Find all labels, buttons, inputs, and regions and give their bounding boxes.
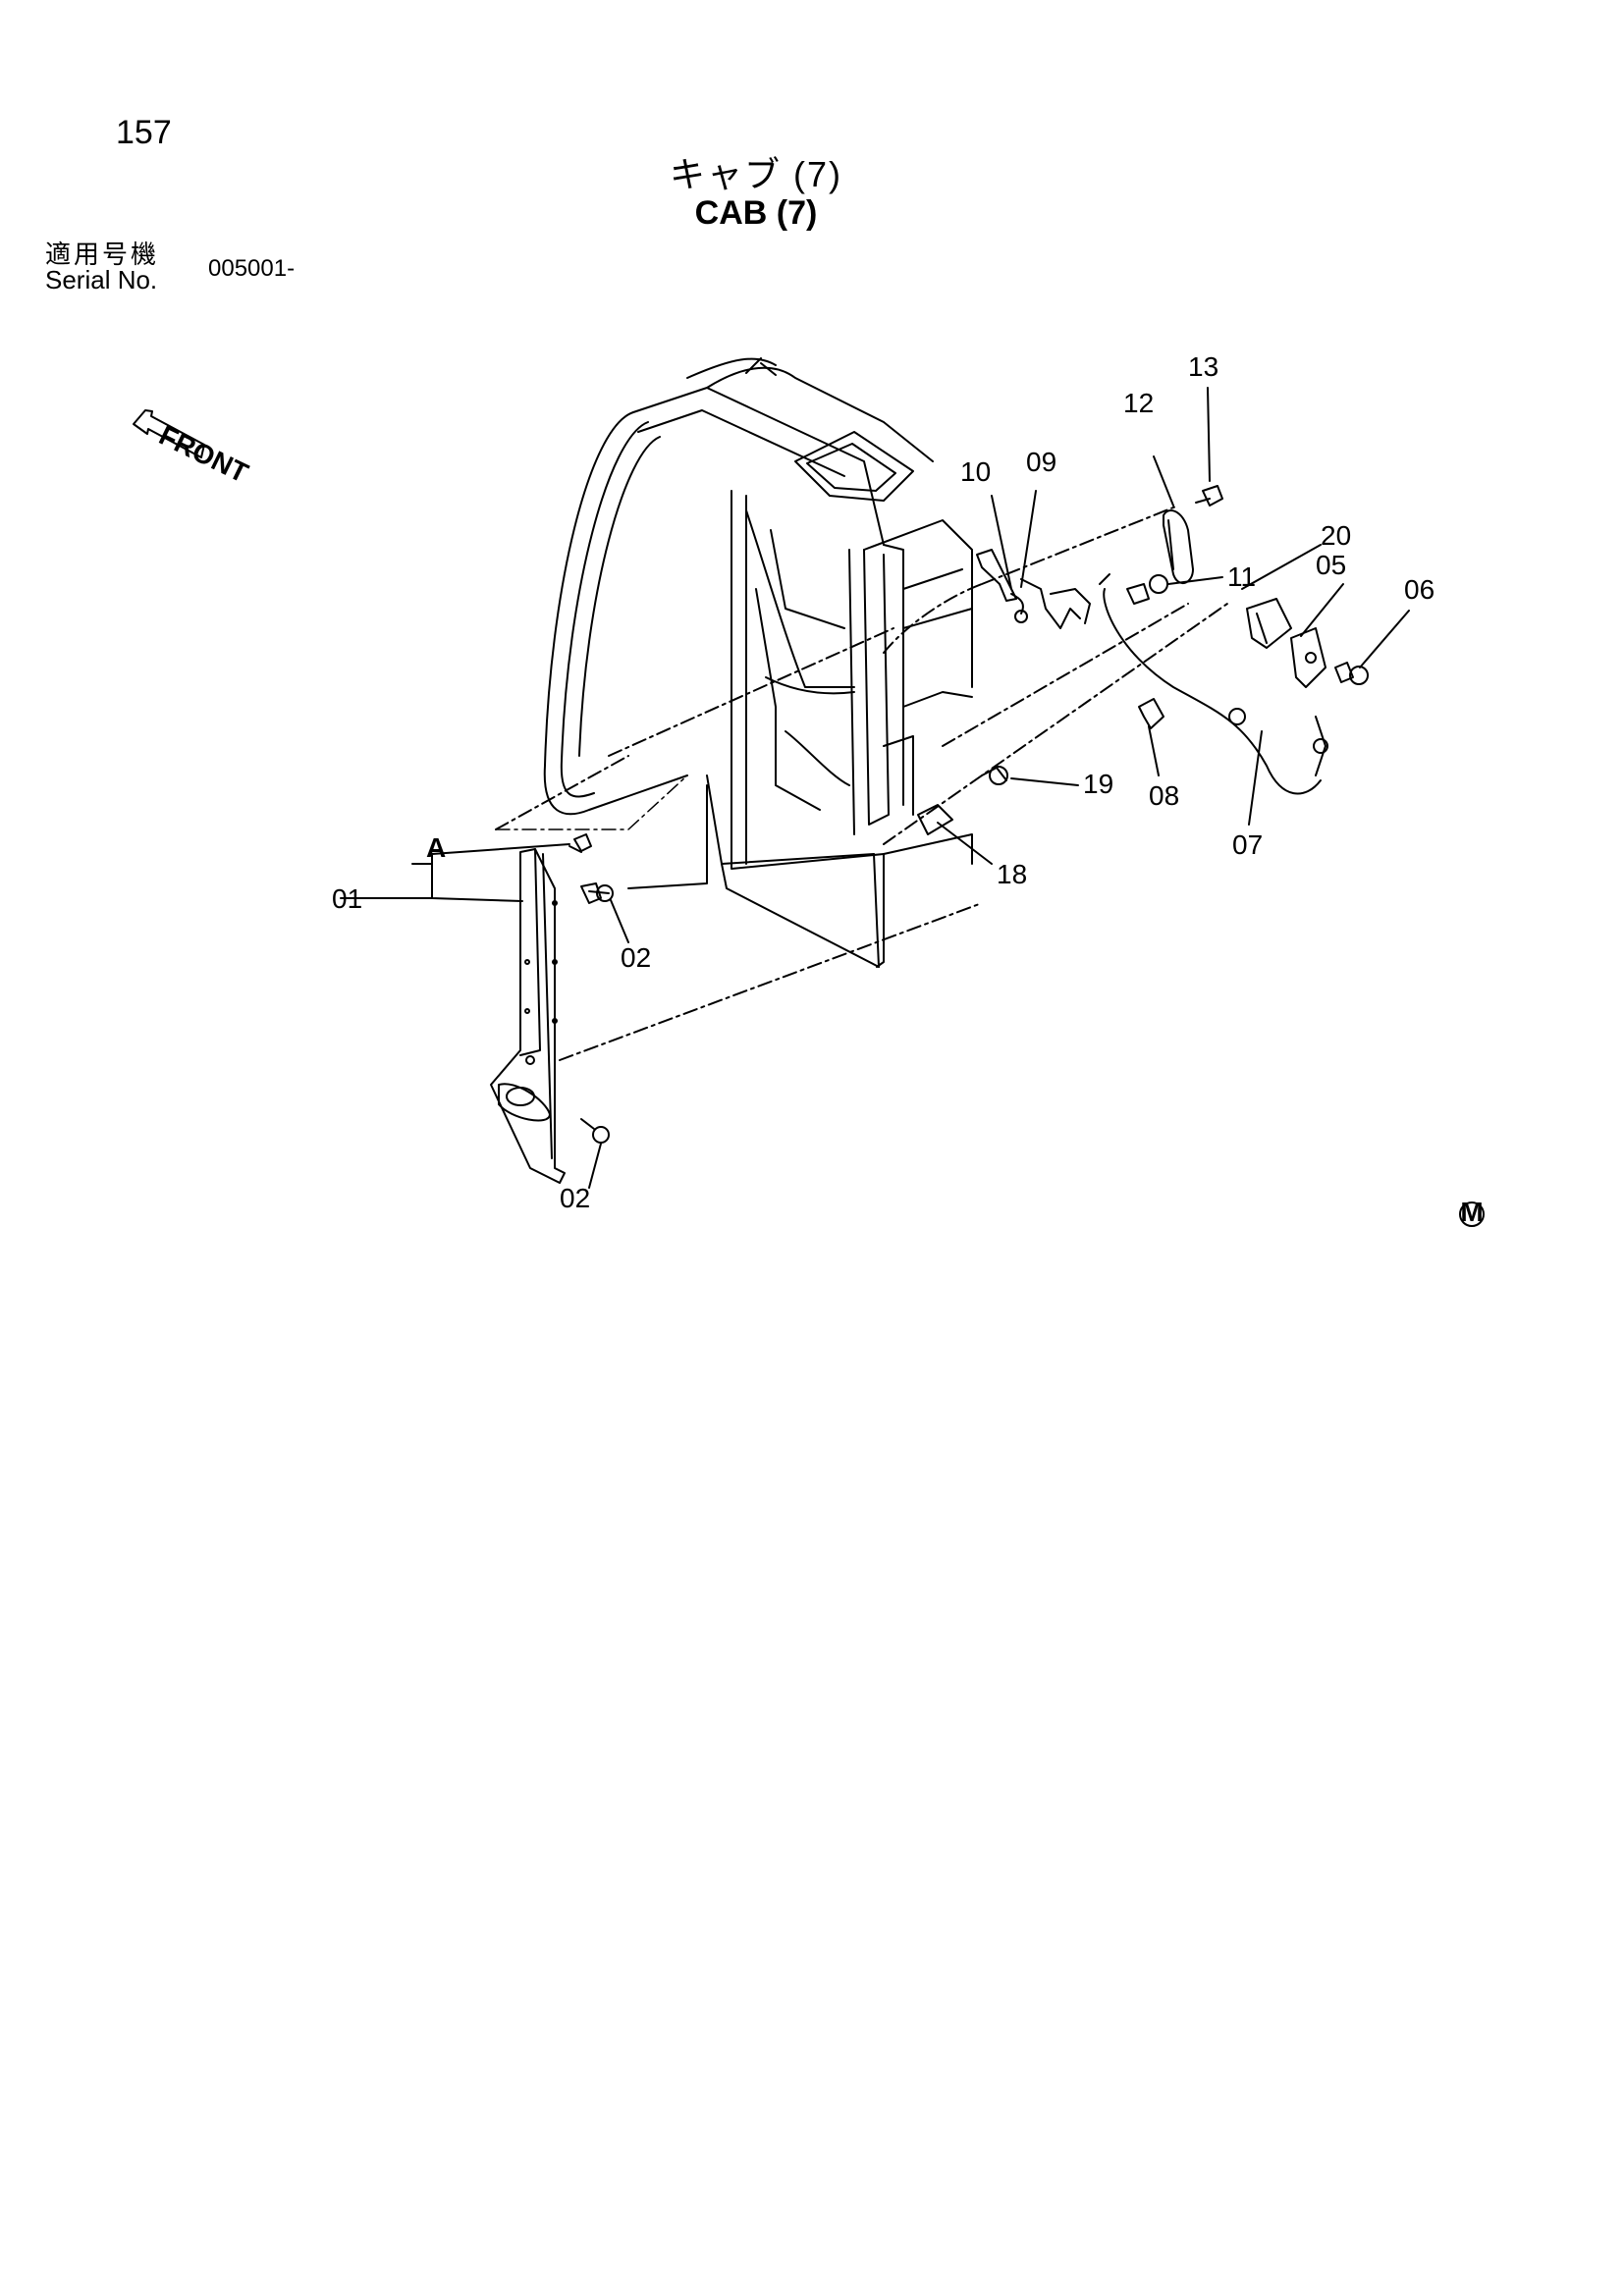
serial-number-value: 005001-: [208, 255, 296, 282]
page-title-japanese: キャブ (7): [669, 154, 842, 194]
callout-20: 20: [1321, 520, 1351, 551]
page-number: 157: [116, 114, 172, 151]
m-mark-icon: M: [1459, 1197, 1485, 1227]
callout-08: 08: [1149, 780, 1179, 811]
serial-label-english: Serial No.: [45, 265, 158, 294]
callout-06: 06: [1404, 574, 1435, 605]
front-arrow-label: FRONT: [154, 420, 252, 489]
cab-frame: [495, 357, 1228, 1061]
callout-18: 18: [997, 859, 1027, 889]
pillar-part: [490, 848, 566, 1184]
callout-09: 09: [1026, 447, 1056, 477]
serial-label-japanese: 適用号機: [45, 240, 160, 269]
m-mark-label: M: [1460, 1197, 1483, 1227]
callout-02-lower: 02: [560, 1183, 590, 1213]
small-parts: [340, 387, 1410, 1189]
callout-13: 13: [1188, 351, 1218, 382]
front-arrow-icon: FRONT: [133, 409, 253, 489]
callout-11: 11: [1227, 561, 1256, 592]
page-title-english: CAB (7): [694, 194, 818, 232]
callout-05: 05: [1316, 550, 1346, 580]
callout-12: 12: [1123, 388, 1154, 418]
callout-labels: 01 02 02 05 06 07 08 09 10 11 12 13 18 1…: [332, 351, 1435, 1213]
detail-label-a: A: [426, 832, 446, 863]
callout-19: 19: [1083, 769, 1113, 799]
callout-01: 01: [332, 883, 362, 914]
callout-02-upper: 02: [621, 942, 651, 973]
callout-10: 10: [960, 456, 991, 487]
callout-07: 07: [1232, 829, 1263, 860]
